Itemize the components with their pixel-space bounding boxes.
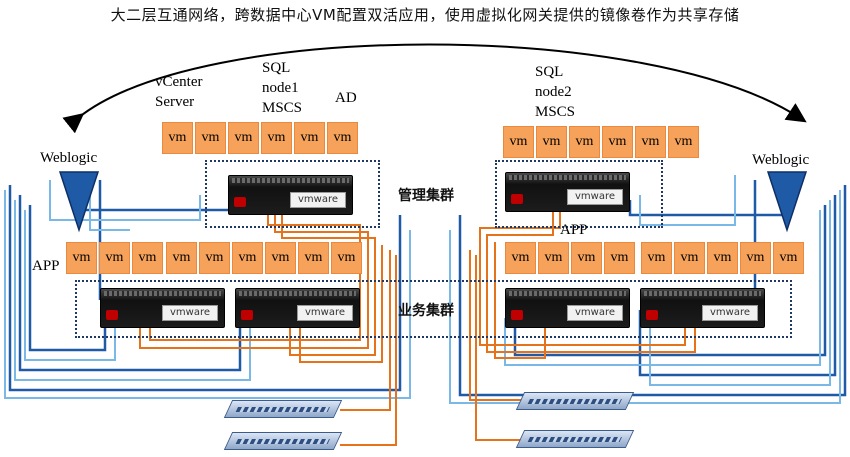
vm-box: vm [331,242,362,274]
vm-box: vm [294,122,325,154]
vm-box: vm [668,126,699,158]
vm-box: vm [740,242,771,274]
vm-box: vm [261,122,292,154]
vm-box: vm [773,242,804,274]
vmware-badge: vmware [290,192,346,208]
app-left-label: APP [32,258,60,274]
vm-box: vm [569,126,600,158]
biz-cluster-box [75,280,792,338]
storage-left-2 [223,432,343,450]
vmware-badge: vmware [567,305,623,321]
vm-box: vm [195,122,226,154]
vm-box: vm [674,242,705,274]
vm-box: vm [327,122,358,154]
vm-box: vm [536,126,567,158]
vm-box: vm [199,242,230,274]
vm-box: vm [538,242,569,274]
vmware-badge: vmware [297,305,353,321]
vm-box: vm [707,242,738,274]
storage-right-2 [515,430,635,448]
mgmt-server-left: vmware [228,175,353,215]
vm-box: vm [298,242,329,274]
huawei-logo-icon [646,310,658,320]
biz-server-left-1: vmware [100,288,225,328]
app-right-label: APP [560,222,588,238]
huawei-logo-icon [234,197,246,207]
huawei-logo-icon [241,310,253,320]
biz-server-right-1: vmware [505,288,630,328]
storage-right-1 [515,392,635,410]
vm-box: vm [505,242,536,274]
vm-box: vm [265,242,296,274]
vmware-badge: vmware [702,305,758,321]
vm-box: vm [228,122,259,154]
vm-box: vm [166,242,197,274]
biz-server-right-2: vmware [640,288,765,328]
diagram-title: 大二层互通网络，跨数据中心VM配置双活应用，使用虚拟化网关提供的镜像卷作为共享存… [110,6,740,24]
vm-box: vm [503,126,534,158]
weblogic-right-label: Weblogic [752,152,810,168]
weblogic-right-triangle [766,171,808,233]
dc-interconnect-arrow [62,43,807,134]
mgmt-cluster-left-box [205,160,380,228]
biz-cluster-label: 业务集群 [398,303,454,319]
mgmt-cluster-right-box [495,160,663,228]
vm-box: vm [132,242,163,274]
ad-label: AD [335,90,357,106]
right-storage-wires [469,210,696,441]
vm-box: vm [641,242,672,274]
vm-box: vm [162,122,193,154]
vm-box: vm [99,242,130,274]
vm-box: vm [232,242,263,274]
vm-box: vm [66,242,97,274]
vm-box: vm [604,242,635,274]
biz-server-left-2: vmware [235,288,360,328]
vm-box: vm [571,242,602,274]
vmware-badge: vmware [567,189,623,205]
weblogic-left-triangle [58,171,100,233]
mgmt-cluster-label: 管理集群 [398,188,454,204]
vm-box: vm [635,126,666,158]
huawei-logo-icon [511,194,523,204]
weblogic-left-label: Weblogic [40,150,98,166]
huawei-logo-icon [106,310,118,320]
mgmt-server-right: vmware [505,172,630,212]
huawei-logo-icon [511,310,523,320]
vmware-badge: vmware [162,305,218,321]
vm-box: vm [602,126,633,158]
storage-left-1 [223,400,343,418]
